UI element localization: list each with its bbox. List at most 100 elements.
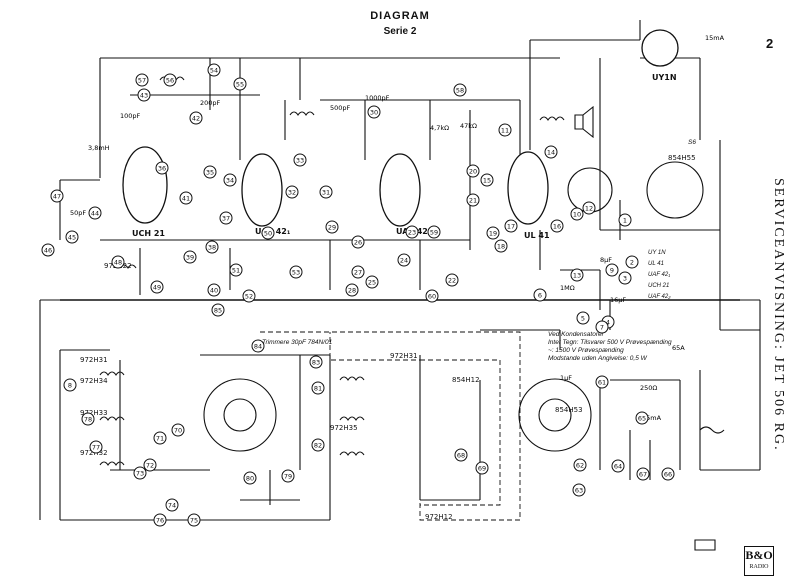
- ref-marker: [207, 63, 221, 77]
- ref-marker: [475, 461, 489, 475]
- ref-marker: [570, 268, 584, 282]
- ref-number: 80: [246, 474, 254, 482]
- ref-number: 18: [497, 242, 505, 250]
- ref-number: 16: [553, 222, 561, 230]
- ref-number: 64: [614, 462, 622, 470]
- svg-text:25mA: 25mA: [642, 414, 662, 422]
- ref-marker: [133, 466, 147, 480]
- shield-boundary: [260, 331, 521, 521]
- ref-marker: [50, 189, 64, 203]
- ref-marker: [595, 320, 609, 334]
- tube-label: UCH 21: [132, 229, 165, 238]
- svg-text:1MΩ: 1MΩ: [560, 284, 575, 292]
- ref-number: 45: [68, 233, 76, 241]
- ref-number: 9: [610, 266, 614, 274]
- ref-marker: [189, 111, 203, 125]
- ref-marker: [219, 211, 233, 225]
- svg-text:8μF: 8μF: [600, 256, 612, 264]
- ref-number: 40: [210, 286, 218, 294]
- ref-number: 34: [226, 176, 234, 184]
- ref-marker: [466, 193, 480, 207]
- ref-number: 33: [296, 156, 304, 164]
- ref-marker: [281, 469, 295, 483]
- ref-number: 63: [575, 486, 583, 494]
- ref-marker: [367, 105, 381, 119]
- ref-marker: [143, 458, 157, 472]
- ref-number: 41: [182, 194, 190, 202]
- coils: [99, 76, 565, 466]
- ref-marker: [397, 253, 411, 267]
- svg-text:15mA: 15mA: [705, 34, 725, 42]
- ref-number: 36: [158, 164, 166, 172]
- ref-number: 82: [314, 441, 322, 449]
- ref-number: 43: [140, 91, 148, 99]
- svg-text:50pF: 50pF: [70, 209, 86, 217]
- ref-number: 58: [456, 86, 464, 94]
- ref-marker: [223, 173, 237, 187]
- ref-marker: [504, 219, 518, 233]
- ref-marker: [576, 311, 590, 325]
- ref-marker: [135, 73, 149, 87]
- ref-number: 14: [547, 148, 555, 156]
- part-label: 972H12: [425, 513, 453, 521]
- ref-marker: [454, 448, 468, 462]
- ref-marker: [494, 239, 508, 253]
- ref-number: 5: [581, 314, 585, 322]
- capacitor-note: Ved Kondensatorer Intet Tegn: Tilsvarer …: [548, 331, 672, 362]
- brand-logo: B&O RADIO: [744, 546, 774, 576]
- ref-marker: [636, 467, 650, 481]
- ref-marker: [165, 498, 179, 512]
- ref-number: 24: [400, 256, 408, 264]
- ref-marker: [309, 355, 323, 369]
- ref-marker: [207, 283, 221, 297]
- ref-number: 61: [598, 378, 606, 386]
- ref-number: 27: [354, 268, 362, 276]
- ref-marker: [572, 483, 586, 497]
- ref-number: 55: [236, 80, 244, 88]
- ref-number: 76: [156, 516, 164, 524]
- svg-text:1000pF: 1000pF: [365, 94, 390, 102]
- tube-uaf42-2: UAF 42₂: [379, 153, 432, 236]
- osc-shield: [420, 359, 501, 506]
- ref-marker: [81, 412, 95, 426]
- ref-marker: [63, 378, 77, 392]
- ref-number: 70: [174, 426, 182, 434]
- ref-number: 50: [264, 229, 272, 237]
- ref-marker: [65, 230, 79, 244]
- loudspeaker: [574, 105, 594, 139]
- ref-marker: [425, 289, 439, 303]
- ref-number: 83: [312, 358, 320, 366]
- ref-number: 48: [114, 258, 122, 266]
- ref-marker: [251, 339, 265, 353]
- ref-number: 85: [214, 306, 222, 314]
- trimmer-note: Trimmere 30pF 784N/01: [262, 339, 333, 346]
- ref-marker: [544, 145, 558, 159]
- ref-number: 39: [186, 253, 194, 261]
- ref-marker: [211, 303, 225, 317]
- component-values: 50pF 100pF 1000pF 200pF 3,8mH 15mA 65A 2…: [70, 34, 725, 422]
- ref-marker: [243, 471, 257, 485]
- ref-marker: [351, 265, 365, 279]
- ref-marker: [466, 164, 480, 178]
- ref-marker: [289, 265, 303, 279]
- ref-number: 35: [206, 168, 214, 176]
- ref-number: 78: [84, 415, 92, 423]
- svg-text:16μF: 16μF: [610, 296, 626, 304]
- part-label: 854H55: [668, 154, 696, 162]
- ref-number: 15: [483, 176, 491, 184]
- ref-number: 47: [53, 192, 61, 200]
- ref-marker: [582, 201, 596, 215]
- ref-marker: [311, 381, 325, 395]
- logo-sub: RADIO: [749, 564, 769, 570]
- ref-marker: [325, 220, 339, 234]
- ref-number: 3: [623, 274, 627, 282]
- ref-number: 19: [489, 229, 497, 237]
- svg-text:1μF: 1μF: [560, 374, 572, 382]
- ref-marker: [111, 255, 125, 269]
- ref-marker: [595, 375, 609, 389]
- ref-marker: [153, 513, 167, 527]
- ref-number: 69: [478, 464, 486, 472]
- ref-number: 51: [232, 266, 240, 274]
- part-label: 854H12: [452, 376, 480, 384]
